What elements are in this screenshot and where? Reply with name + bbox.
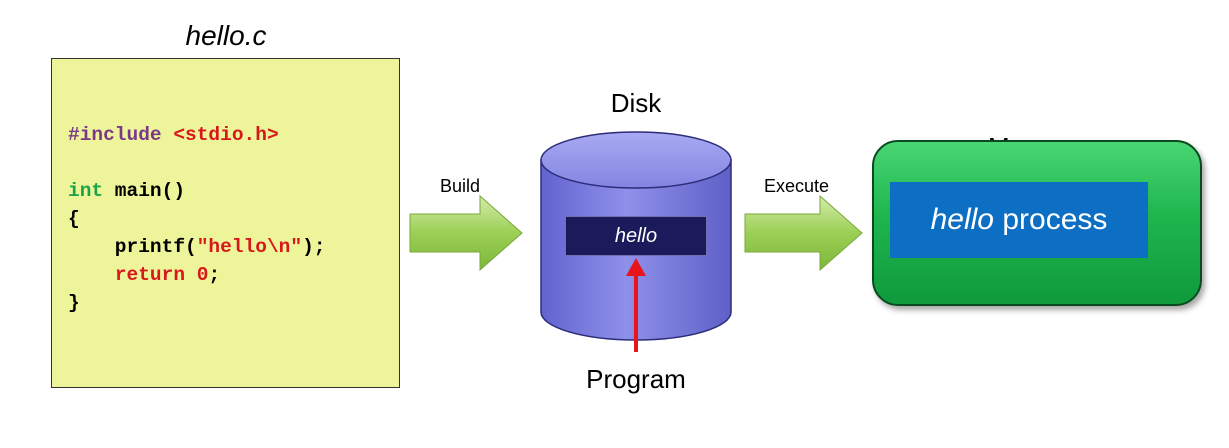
disk-title: Disk — [610, 88, 662, 118]
build-label: Build — [440, 176, 481, 196]
code-line-return: return 0; — [114, 264, 221, 286]
code-line-include: #include <stdio.h> — [68, 124, 279, 146]
process-name: hello — [930, 203, 994, 236]
code-line-open-brace: { — [68, 208, 80, 230]
include-header: <stdio.h> — [173, 124, 279, 146]
program-arrow — [626, 258, 646, 352]
build-arrow — [409, 194, 523, 272]
source-code-box: #include <stdio.h> int main() { printf("… — [51, 58, 400, 388]
return-value: 0 — [196, 264, 209, 286]
source-file-title: hello.c — [185, 20, 267, 51]
code-line-main: int main() — [68, 180, 186, 202]
printf-string: "hello\n" — [196, 236, 303, 258]
disk-file-hello: hello — [565, 216, 707, 256]
execute-arrow — [744, 194, 863, 272]
include-directive: #include — [68, 124, 162, 146]
code-line-close-brace: } — [68, 292, 80, 314]
return-keyword: return — [114, 264, 186, 286]
execute-label: Execute — [764, 176, 830, 196]
source-code: #include <stdio.h> int main() { printf("… — [68, 121, 325, 317]
program-label: Program — [586, 364, 686, 394]
int-keyword: int — [68, 180, 104, 202]
code-line-printf: printf("hello\n"); — [68, 236, 326, 258]
process-suffix: process — [994, 203, 1108, 236]
hello-process-box: hello process — [890, 182, 1148, 258]
